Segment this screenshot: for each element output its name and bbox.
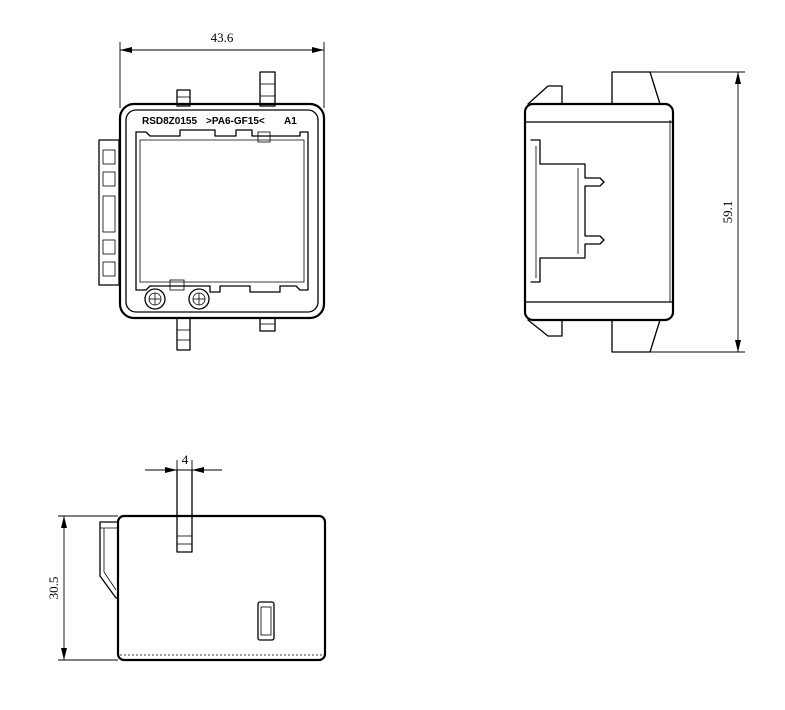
- revision-marking: A1: [284, 116, 297, 127]
- width-dimension: 43.6: [119, 30, 325, 108]
- depth-dimension-value: 30.5: [46, 577, 61, 600]
- date-stamp-right: [188, 288, 210, 310]
- housing-outline: [118, 102, 326, 320]
- front-view: 43.6: [98, 30, 326, 351]
- bottom-pins: [176, 317, 276, 351]
- pin-width-dimension: 4: [145, 452, 222, 478]
- material-marking: >PA6-GF15<: [206, 116, 265, 127]
- height-dimension-value: 59.1: [720, 201, 735, 224]
- depth-dimension: 30.5: [46, 515, 118, 661]
- bottom-body-outline: [116, 514, 327, 662]
- width-dimension-value: 43.6: [211, 30, 234, 45]
- left-latch: [98, 139, 120, 286]
- side-body-outline: [523, 102, 675, 322]
- date-stamp-left: [144, 288, 166, 310]
- inner-opening: [135, 129, 309, 293]
- bottom-view: 4 30.5: [46, 452, 327, 662]
- part-code-marking: RSD8Z0155: [142, 116, 197, 127]
- housing-inner-lip: [125, 109, 319, 313]
- height-dimension: 59.1: [612, 71, 745, 353]
- top-pins: [176, 71, 276, 107]
- pin-width-dimension-value: 4: [182, 452, 189, 467]
- side-view: 59.1: [523, 71, 745, 353]
